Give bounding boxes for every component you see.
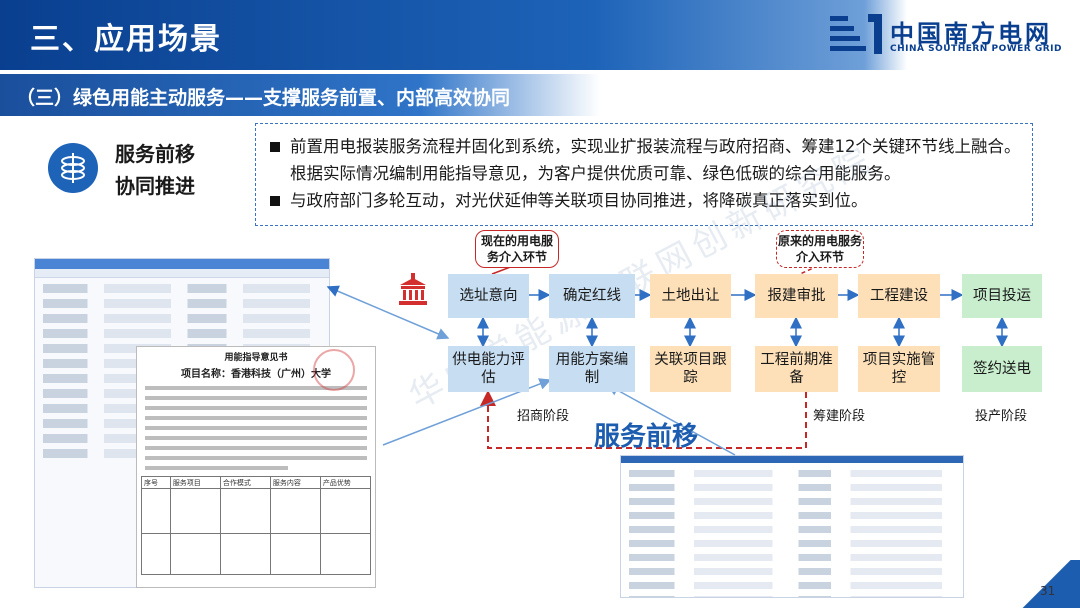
stage-label-investment: 招商阶段 (517, 409, 570, 424)
layers-icon (61, 153, 85, 183)
flow-node-red-line: 确定红线 (549, 274, 635, 318)
subtitle-bar: （三）绿色用能主动服务——支撑服务前置、内部高效协同 (0, 74, 600, 116)
bullet-box: 前置用电报装服务流程并固化到系统，实现业扩报装流程与政府招商、筹建12个关键环节… (255, 123, 1033, 226)
service-forward-label: 服务前移 (594, 422, 699, 452)
subtitle-text: （三）绿色用能主动服务——支撑服务前置、内部高效协同 (16, 87, 511, 109)
service-label: 服务前移 协同推进 (115, 138, 195, 202)
flow-node-approval: 报建审批 (755, 274, 838, 318)
flow-node-operation: 项目投运 (962, 274, 1042, 318)
bullet-item: 前置用电报装服务流程并固化到系统，实现业扩报装流程与政府招商、筹建12个关键环节… (268, 133, 1022, 187)
screenshot-titlebar (621, 456, 963, 463)
document-heading: 用能指导意见书 (224, 353, 288, 363)
screenshot-titlebar (35, 259, 329, 269)
page-number: 31 (1040, 584, 1056, 598)
flow-node-implementation-control: 项目实施管控 (858, 346, 940, 392)
csg-logo-icon (830, 14, 882, 54)
flow-node-pre-preparation: 工程前期准备 (755, 346, 838, 392)
header-banner: 三、应用场景 (0, 0, 1080, 70)
flow-node-capacity-assessment: 供电能力评估 (448, 346, 529, 392)
bullet-square-icon (270, 142, 280, 152)
corner-decoration (1012, 560, 1080, 608)
screenshot-menubar (35, 269, 329, 278)
callout-current-service: 现在的用电服务介入环节 (475, 230, 559, 268)
logo-chinese-name: 中国南方电网 (890, 20, 1052, 48)
bullet-text: 与政府部门多轮互动，对光伏延伸等关联项目协同推进，将降碳真正落实到位。 (290, 191, 868, 210)
service-icon (48, 143, 98, 193)
bullet-text: 前置用电报装服务流程并固化到系统，实现业扩报装流程与政府招商、筹建12个关键环节… (290, 137, 1021, 183)
guidance-document: 用能指导意见书 项目名称：香港科技（广州）大学 序号 服务项目 合作模式 服务内… (136, 346, 376, 588)
service-label-line2: 协同推进 (115, 174, 195, 198)
flow-node-contract-power: 签约送电 (962, 346, 1042, 392)
flow-node-energy-plan: 用能方案编制 (549, 346, 635, 392)
service-label-line1: 服务前移 (115, 142, 195, 166)
stage-label-preparation: 筹建阶段 (813, 409, 866, 424)
government-building-icon (399, 273, 427, 305)
callout-original-service: 原来的用电服务介入环节 (776, 230, 864, 268)
system-screenshot-right (620, 455, 964, 598)
bullet-item: 与政府部门多轮互动，对光伏延伸等关联项目协同推进，将降碳真正落实到位。 (268, 187, 1022, 214)
flow-node-construction: 工程建设 (858, 274, 940, 318)
csg-logo: 中国南方电网 CHINA SOUTHERN POWER GRID (828, 8, 1068, 64)
stage-label-production: 投产阶段 (975, 409, 1028, 424)
flow-node-land-transfer: 土地出让 (650, 274, 731, 318)
seal-stamp (313, 349, 355, 391)
section-title: 三、应用场景 (30, 22, 222, 57)
document-project-name: 项目名称：香港科技（广州）大学 (181, 369, 331, 380)
service-table: 序号 服务项目 合作模式 服务内容 产品优势 (141, 476, 372, 575)
bullet-square-icon (270, 196, 280, 206)
flow-node-project-tracking: 关联项目跟踪 (650, 346, 731, 392)
logo-english-name: CHINA SOUTHERN POWER GRID (890, 44, 1062, 54)
flow-node-site-intent: 选址意向 (448, 274, 529, 318)
